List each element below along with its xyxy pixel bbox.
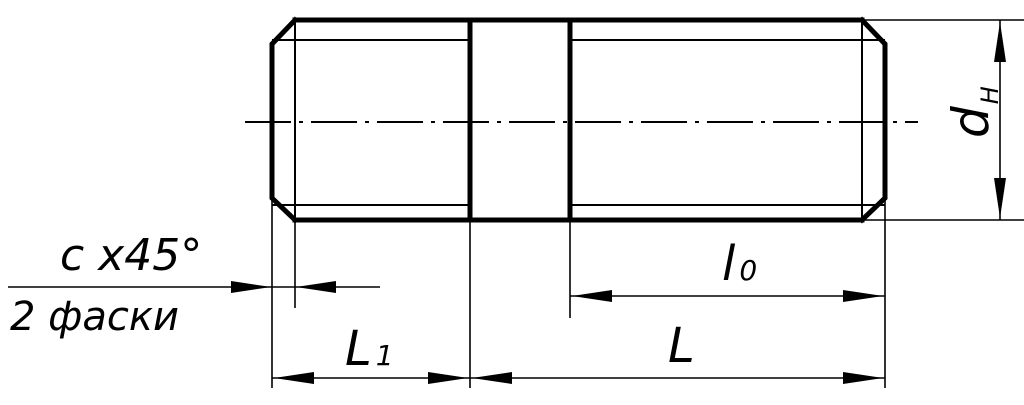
l0-arrow-left <box>572 290 612 302</box>
L1-label-sub: 1 <box>376 339 394 372</box>
dimension-L: L <box>470 318 885 384</box>
left-end-profile <box>269 16 299 224</box>
L1-arrow-right <box>428 372 468 384</box>
extension-lines <box>271 19 1024 388</box>
l0-arrow-right <box>843 290 883 302</box>
dimension-diameter: dH <box>942 20 1006 220</box>
l0-label-main: l <box>722 236 736 292</box>
diameter-arrow-bottom <box>994 178 1006 218</box>
right-end-profile <box>858 16 888 224</box>
L1-arrow-left <box>274 372 314 384</box>
dimension-chamfer: c x45° 2 фаски <box>8 230 380 340</box>
diameter-label: dH <box>942 86 1004 138</box>
chamfer-label-line2: 2 фаски <box>10 294 179 340</box>
chamfer-arrow-left <box>231 281 271 293</box>
L-label: L <box>668 318 695 374</box>
diameter-label-sub: H <box>976 86 1004 104</box>
chamfer-arrow-right <box>296 281 336 293</box>
diameter-arrow-top <box>994 22 1006 62</box>
diameter-label-main: d <box>942 106 1000 138</box>
stud-outline <box>269 16 888 224</box>
L1-label-main: L <box>345 321 372 377</box>
thread-root-lines <box>272 20 885 220</box>
L-arrow-right <box>843 372 883 384</box>
chamfer-label-line1: c x45° <box>60 230 202 281</box>
L-arrow-left <box>472 372 512 384</box>
l0-label-sub: 0 <box>739 254 757 287</box>
